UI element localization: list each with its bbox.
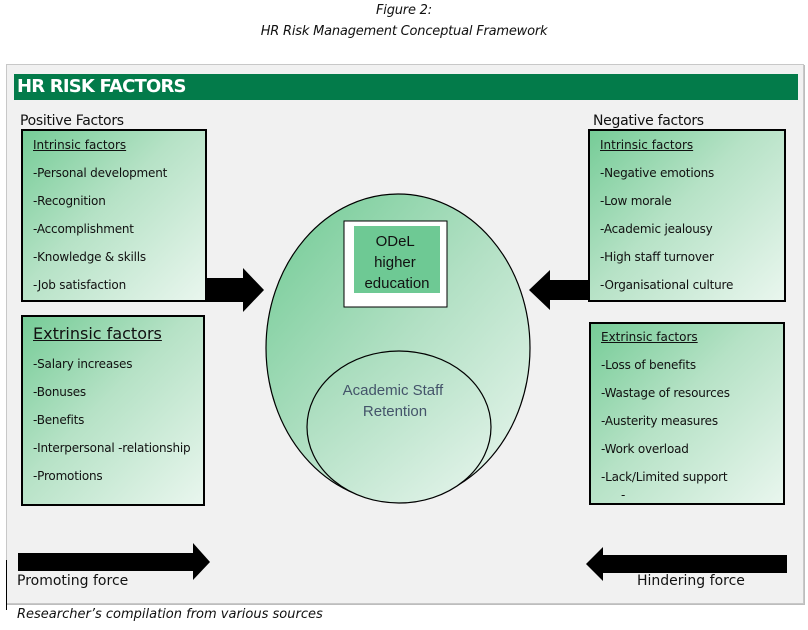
list-item: -Salary increases xyxy=(33,357,133,371)
negative-factors-title: Negative factors xyxy=(593,113,704,129)
odel-label-line: education xyxy=(364,275,429,292)
source-note: Researcher’s compilation from various so… xyxy=(17,607,323,622)
list-item: -Benefits xyxy=(33,413,85,427)
promoting-force-label: Promoting force xyxy=(17,573,129,589)
banner-title: HR RISK FACTORS xyxy=(17,76,187,97)
list-item: -Loss of benefits xyxy=(601,358,696,372)
hindering-force-arrow-icon xyxy=(586,547,787,581)
negative-extrinsic-heading: Extrinsic factors xyxy=(601,330,698,344)
list-item: - xyxy=(621,488,626,502)
figure-title: HR Risk Management Conceptual Framework xyxy=(260,24,548,39)
list-item: -Lack/Limited support xyxy=(601,470,728,484)
list-item: -Knowledge & skills xyxy=(33,250,146,264)
list-item: -High staff turnover xyxy=(600,250,714,264)
list-item: -Wastage of resources xyxy=(601,386,730,400)
list-item: -Low morale xyxy=(600,194,672,208)
list-item: -Organisational culture xyxy=(600,278,734,292)
hindering-force-label: Hindering force xyxy=(637,573,745,589)
retention-label-line: Academic Staff xyxy=(343,382,444,399)
figure-label: Figure 2: xyxy=(376,3,432,18)
svg-text:ODeL higher education: ODeL higher education xyxy=(364,233,429,292)
list-item: -Negative emotions xyxy=(600,166,715,180)
promoting-force-arrow-icon xyxy=(18,543,210,580)
positive-factors-title: Positive Factors xyxy=(20,113,124,129)
retention-ellipse xyxy=(306,350,492,504)
list-item: -Interpersonal -relationship xyxy=(33,441,191,455)
positive-extrinsic-heading: Extrinsic factors xyxy=(33,324,162,343)
list-item: -Bonuses xyxy=(33,385,86,399)
negative-intrinsic-heading: Intrinsic factors xyxy=(600,138,694,152)
list-item: -Promotions xyxy=(33,469,103,483)
left-arrow-icon xyxy=(529,270,588,310)
odel-label-line: ODeL xyxy=(376,233,415,250)
svg-text:Academic Staff Retention: Academic Staff Retention xyxy=(343,382,448,420)
positive-intrinsic-box: Intrinsic factors -Personal development … xyxy=(21,129,207,302)
list-item: -Academic jealousy xyxy=(600,222,713,236)
odel-label-line: higher xyxy=(374,254,416,271)
positive-extrinsic-box: Extrinsic factors -Salary increases -Bon… xyxy=(21,315,205,506)
list-item: -Accomplishment xyxy=(33,222,134,236)
retention-label-line: Retention xyxy=(363,403,427,420)
divider-line xyxy=(6,560,7,610)
list-item: -Personal development xyxy=(33,166,168,180)
list-item: -Job satisfaction xyxy=(33,278,126,292)
hr-risk-factors-banner: HR RISK FACTORS xyxy=(14,74,798,100)
positive-intrinsic-heading: Intrinsic factors xyxy=(33,138,127,152)
list-item: -Austerity measures xyxy=(601,414,718,428)
list-item: -Recognition xyxy=(33,194,106,208)
right-arrow-icon xyxy=(207,268,264,312)
negative-extrinsic-box: Extrinsic factors -Loss of benefits -Was… xyxy=(589,322,785,505)
negative-intrinsic-box: Intrinsic factors -Negative emotions -Lo… xyxy=(588,129,786,302)
odel-label-fill xyxy=(354,226,440,293)
list-item: -Work overload xyxy=(601,442,689,456)
